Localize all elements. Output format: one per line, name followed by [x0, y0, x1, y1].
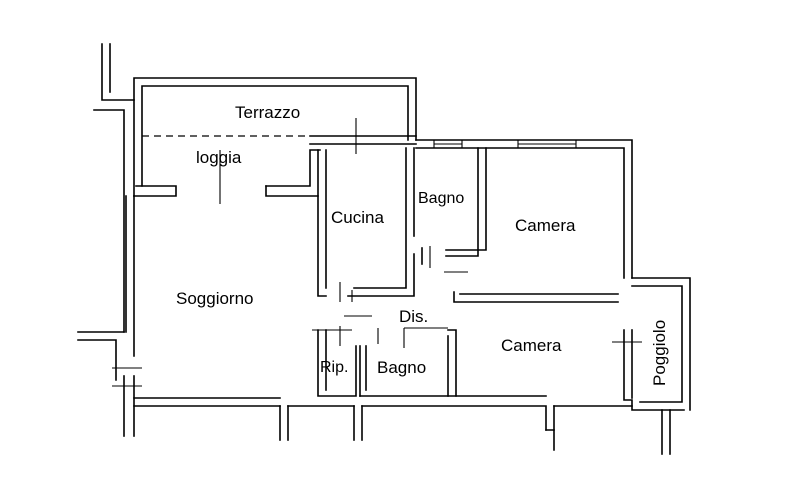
room-label-camera-2: Camera — [501, 336, 562, 355]
room-label-bagno-1: Bagno — [418, 190, 464, 207]
room-label-cucina: Cucina — [331, 208, 384, 227]
room-label-camera-1: Camera — [515, 216, 576, 235]
room-label-bagno-2: Bagno — [377, 358, 426, 377]
exterior-walls — [77, 43, 691, 455]
interior-walls — [312, 147, 642, 397]
room-label-loggia: loggia — [196, 148, 242, 167]
room-label-dis: Dis. — [399, 307, 428, 326]
terrazzo-area — [142, 118, 417, 204]
room-label-terrazzo: Terrazzo — [235, 103, 300, 122]
room-label-poggiolo: Poggiolo — [650, 320, 669, 386]
room-label-soggiorno: Soggiorno — [176, 289, 254, 308]
room-label-rip: Rip. — [320, 359, 348, 376]
room-labels: Terrazzo loggia Cucina Bagno Camera Sogg… — [176, 103, 669, 386]
